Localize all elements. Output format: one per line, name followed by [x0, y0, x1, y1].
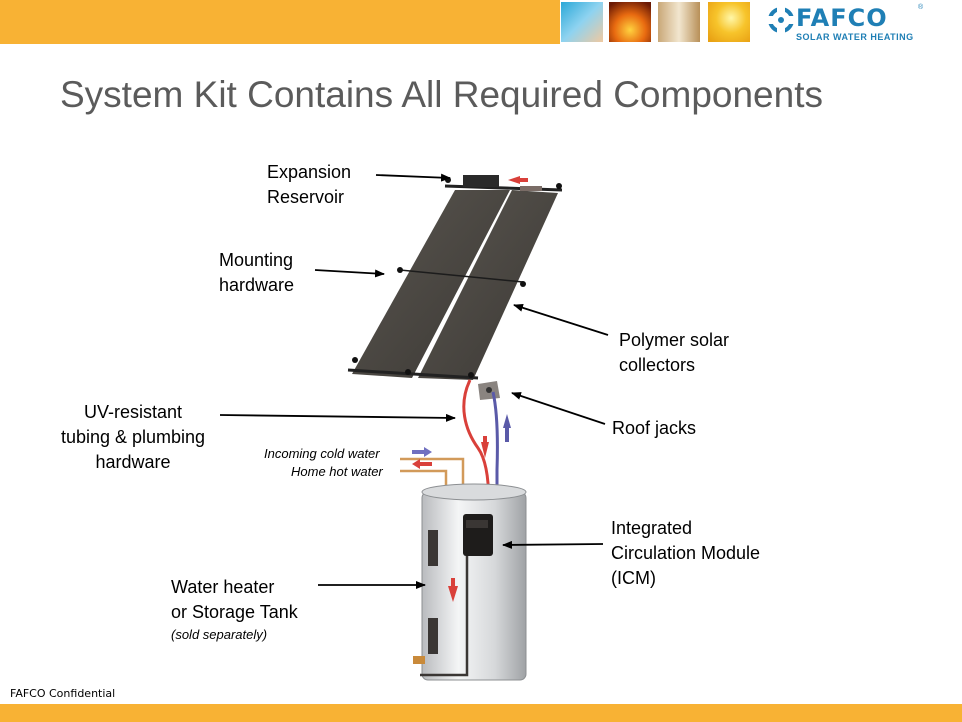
tank-down-arrow: [448, 586, 458, 602]
down-arrow-hot: [481, 442, 489, 458]
tubing-callout-arrow: [219, 413, 456, 422]
mount-clip-3: [352, 357, 358, 363]
tubing-label-line3: hardware: [95, 452, 171, 472]
polymer-callout-arrow: [513, 303, 609, 336]
drain-line: [420, 520, 469, 677]
hot-out-arrow: [412, 459, 432, 469]
flame-photo: [609, 2, 651, 42]
cold-in-arrow: [412, 447, 432, 457]
pool-kids-photo: [561, 2, 603, 42]
heater-label-note: (sold separately): [171, 627, 268, 642]
tubing-label-line2: tubing & plumbing: [60, 427, 206, 447]
icm-label-line3: (ICM): [611, 568, 656, 588]
shower-photo: [658, 2, 700, 42]
mount-clip-5: [468, 372, 474, 378]
icm-callout-arrow: [502, 540, 604, 549]
expansion-label-line1: Expansion: [267, 162, 352, 182]
incoming-cold-water-label: Incoming cold water: [264, 446, 380, 461]
collector-left: [352, 190, 510, 378]
heater-label-line1: Water heater: [171, 577, 275, 597]
expansion-reservoir: [463, 175, 499, 187]
solar-collectors: [347, 175, 563, 380]
confidential-footer: FAFCO Confidential: [10, 687, 116, 700]
sun-photo: [708, 2, 750, 42]
mounting-callout-arrow: [314, 269, 385, 278]
roof-jack-callout-arrow: [511, 392, 606, 425]
access-panel-lower: [428, 618, 438, 654]
mount-clip-2: [520, 281, 526, 287]
drain-valve: [413, 656, 425, 664]
mount-clip-4: [405, 369, 411, 375]
fafco-logo: FAFCO ® SOLAR WATER HEATING: [768, 4, 958, 44]
icm-label-line1: Integrated: [611, 518, 693, 538]
mount-clip-7: [556, 183, 562, 189]
icm-label-line2: Circulation Module: [611, 543, 761, 563]
registered-mark: ®: [918, 4, 924, 11]
access-panel-upper: [428, 530, 438, 566]
polymer-label-line2: collectors: [619, 355, 696, 375]
icm-pump-detail: [466, 520, 488, 528]
down-arrow-hot-stem: [483, 436, 487, 444]
mounting-label-line2: hardware: [219, 275, 295, 295]
mounting-label-line1: Mounting: [219, 250, 294, 270]
expansion-label-line2: Reservoir: [267, 187, 345, 207]
tank-top: [421, 483, 527, 501]
collector-right: [418, 190, 558, 380]
home-hot-pipe: [400, 469, 448, 490]
polymer-label-line1: Polymer solar: [619, 330, 730, 350]
flow-arrow-top: [508, 176, 528, 184]
heater-label-line2: or Storage Tank: [171, 602, 298, 622]
footer-bar: [0, 704, 962, 722]
home-hot-water-label: Home hot water: [291, 464, 383, 479]
up-arrow-cold-stem: [505, 428, 509, 442]
up-arrow-cold: [503, 414, 511, 428]
roof-jacks-label: Roof jacks: [612, 418, 697, 438]
incoming-cold-pipe: [400, 457, 465, 490]
fafco-logo-icon: [768, 7, 794, 33]
header-cap: [520, 186, 542, 191]
bottom-rail: [347, 368, 479, 380]
roof-jack-fitting: [486, 387, 492, 393]
water-heater-tank: [413, 483, 527, 681]
tubing-label-line1: UV-resistant: [83, 402, 183, 422]
mount-clip-1: [397, 267, 403, 273]
cold-return-tube: [491, 391, 499, 522]
expansion-callout-arrow: [375, 173, 451, 182]
tank-down-arrow-stem: [451, 578, 455, 588]
slide-title: System Kit Contains All Required Compone…: [60, 74, 823, 115]
brand-name: FAFCO: [796, 4, 888, 32]
mounting-strap: [399, 269, 524, 283]
brand-tagline: SOLAR WATER HEATING: [796, 32, 914, 42]
